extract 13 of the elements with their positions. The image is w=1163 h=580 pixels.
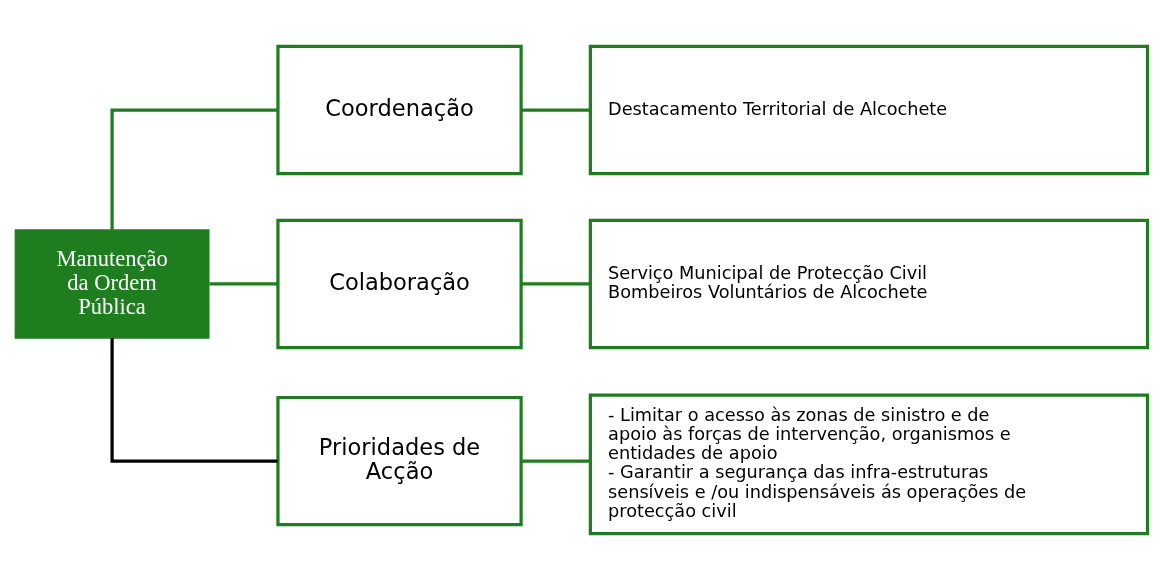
node-box: Manutenção da Ordem Pública	[14, 229, 210, 339]
node-box: Destacamento Territorial de Alcochete	[588, 44, 1150, 176]
connector	[110, 338, 278, 463]
node-box: Prioridades de Acção	[276, 395, 523, 527]
node-box: - Limitar o acesso às zonas de sinistro e de apoio às forças de intervenção, organismos e entidades de apoio - Garantir a segurança das infra-estruturas sensíveis e /ou indispensáveis ás operações de protecção civil	[588, 393, 1150, 536]
node-box: Serviço Municipal de Protecção Civil Bombeiros Voluntários de Alcochete	[588, 218, 1150, 350]
connector	[521, 282, 590, 286]
connector	[110, 108, 278, 230]
node-box: Coordenação	[276, 44, 523, 176]
connector	[521, 108, 590, 112]
connector	[209, 282, 278, 286]
connector	[521, 459, 590, 463]
node-box: Colaboração	[276, 218, 523, 350]
